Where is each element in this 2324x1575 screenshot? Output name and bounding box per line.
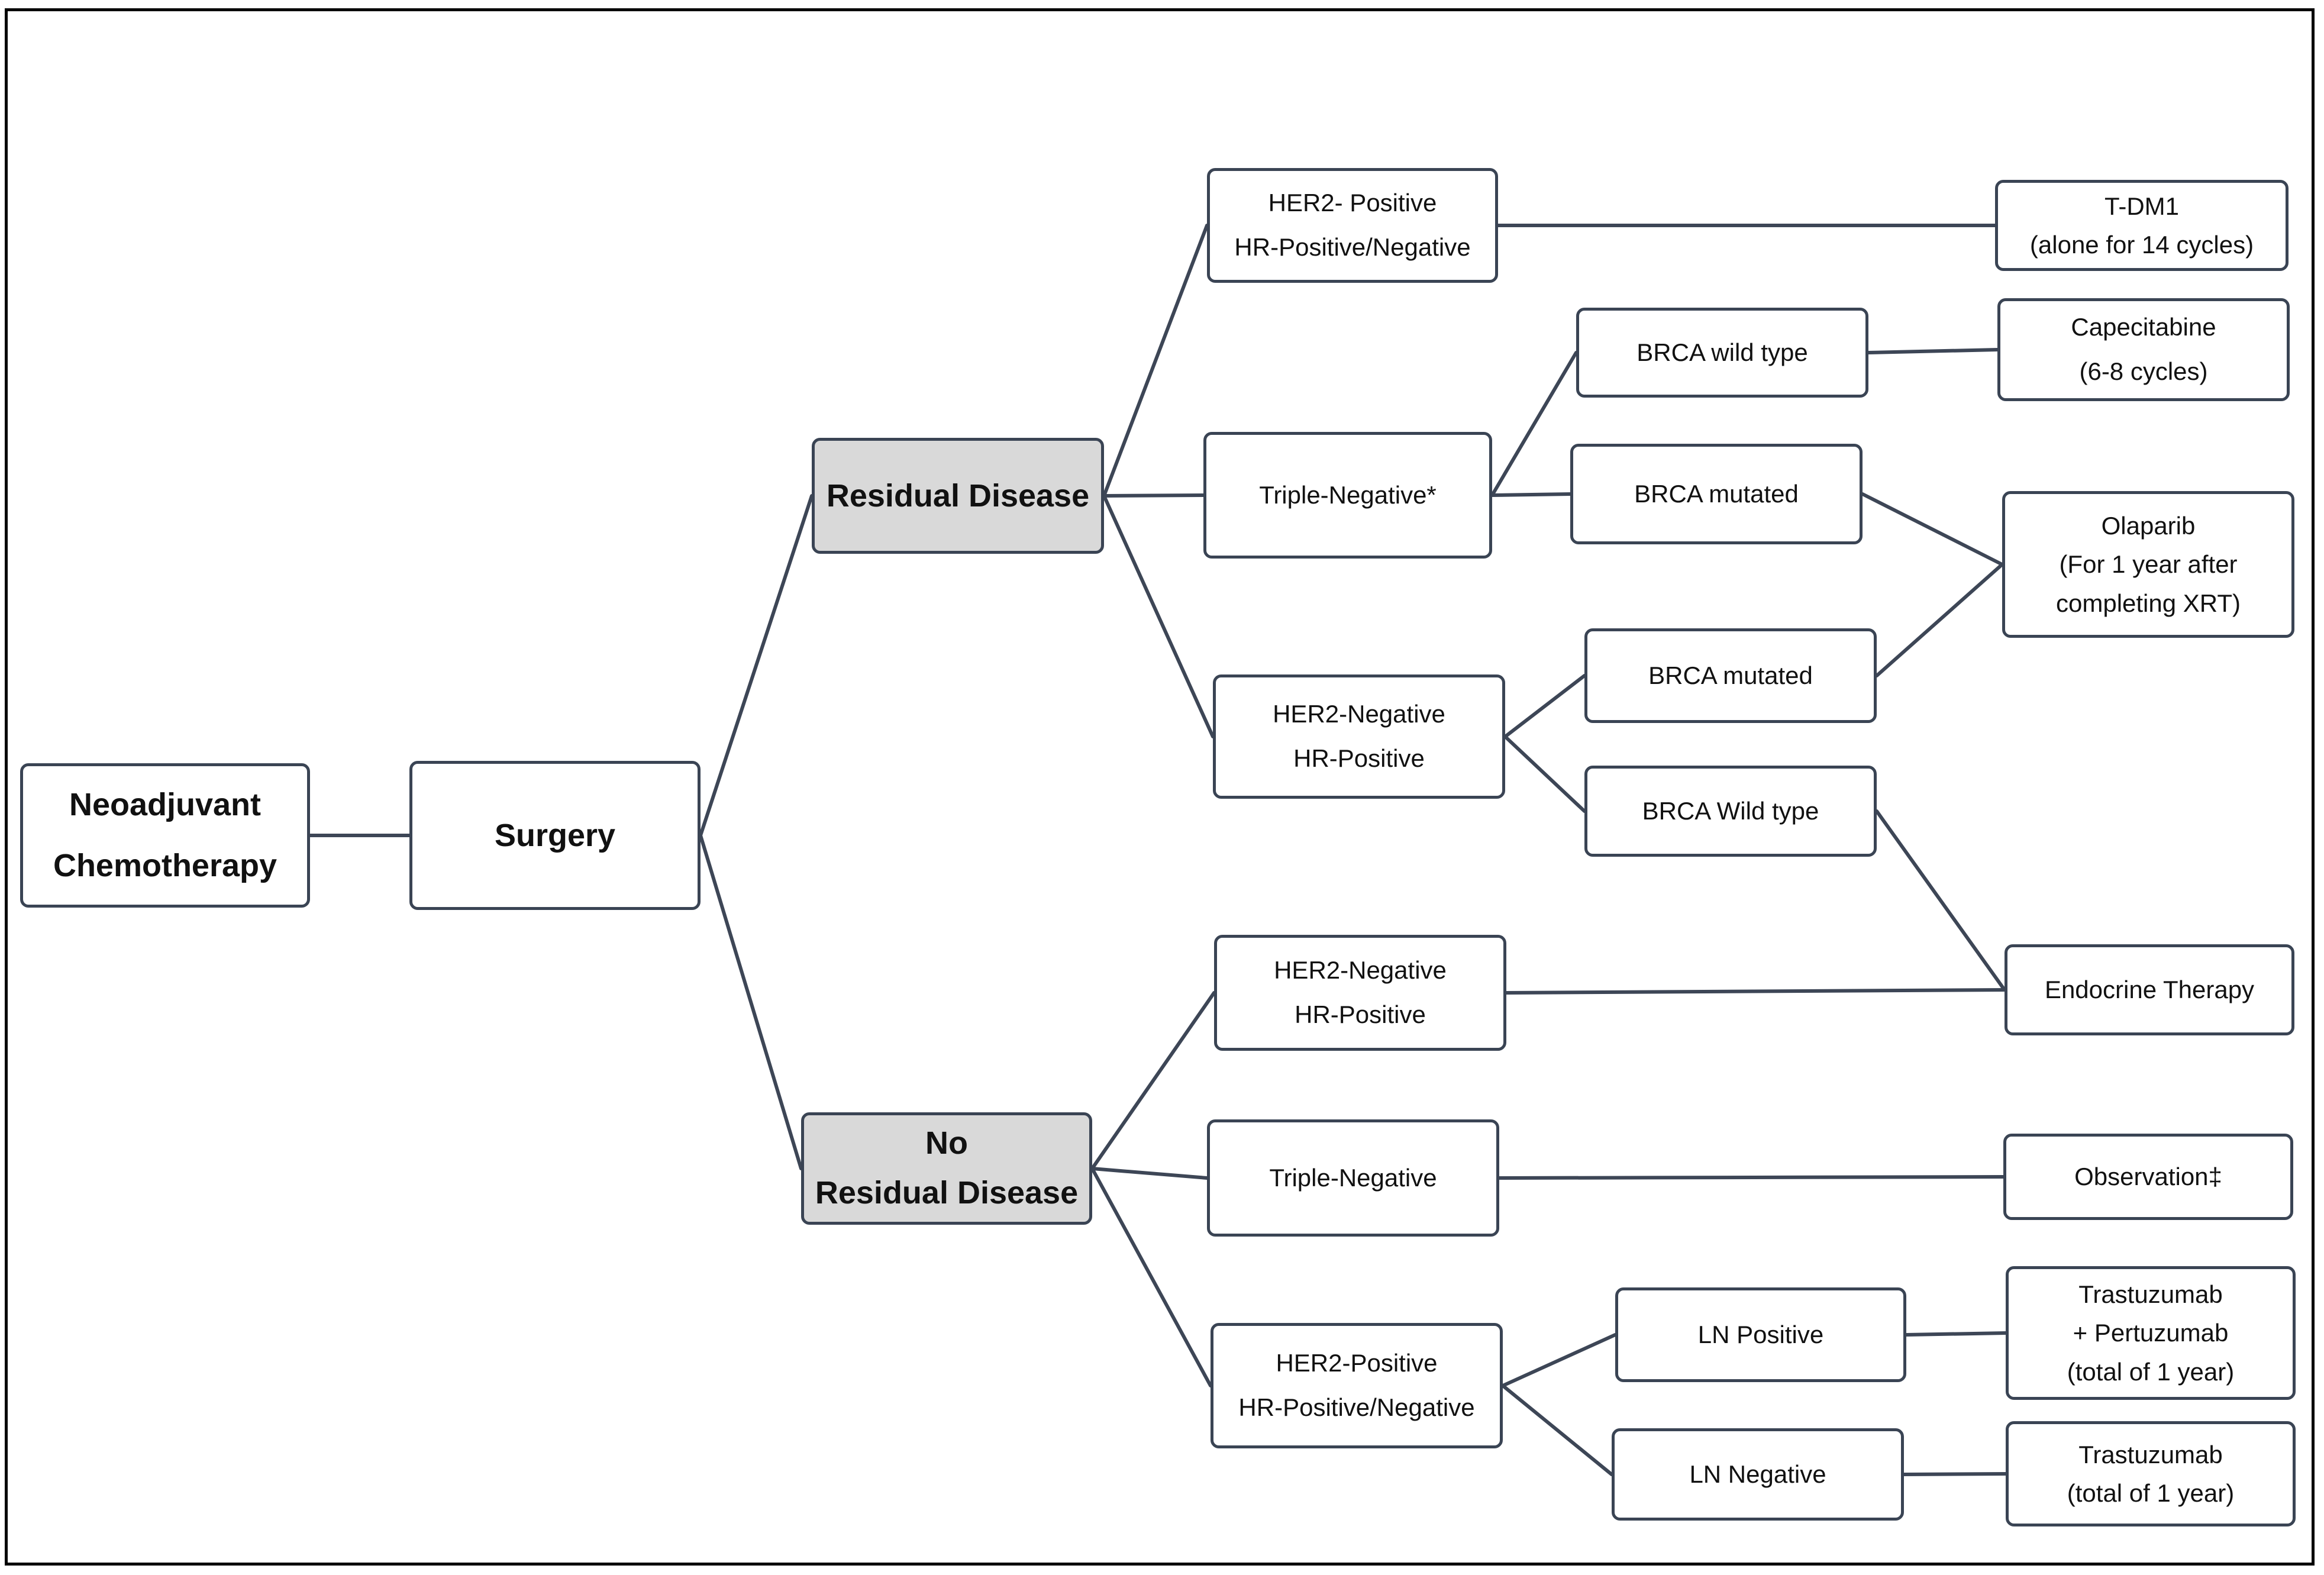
node-label-line: (total of 1 year)	[2067, 1479, 2235, 1507]
edge-tn-brca-mut-to-olaparib	[1861, 492, 2004, 566]
node-label-line: (alone for 14 cycles)	[2029, 231, 2254, 259]
node-hr-brca-wt: BRCA Wild type	[1584, 766, 1877, 857]
node-olaparib: Olaparib (For 1 year after completing XRT)	[2002, 491, 2294, 638]
node-tn-brca-mut: BRCA mutated	[1570, 444, 1863, 544]
edge-no-residual-to-nrd-her2pos	[1090, 1167, 1212, 1387]
node-label-line: HER2-Positive	[1276, 1349, 1438, 1377]
edge-rd-tn-to-tn-brca-wt	[1490, 351, 1578, 497]
edge-residual-to-rd-her2pos	[1102, 224, 1209, 498]
node-label-line: Olaparib	[2101, 512, 2196, 540]
node-label-line: HR-Positive/Negative	[1238, 1393, 1475, 1421]
node-label-line: Trastuzumab	[2078, 1440, 2223, 1469]
node-label-line: HER2-Negative	[1273, 700, 1445, 728]
node-label-line: Triple-Negative	[1269, 1163, 1437, 1192]
edge-nrd-tn-to-observation	[1497, 1175, 2005, 1180]
node-label-line: LN Negative	[1689, 1460, 1826, 1488]
node-rd-tn: Triple-Negative*	[1203, 432, 1492, 559]
node-label-line: HER2- Positive	[1268, 189, 1437, 217]
node-trastu: Trastuzumab (total of 1 year)	[2006, 1421, 2296, 1526]
edge-nrd-her2neg-to-endocrine	[1505, 988, 2006, 995]
node-label-line: Residual Disease	[826, 477, 1090, 514]
node-endocrine: Endocrine Therapy	[2005, 944, 2294, 1035]
node-hr-brca-mut: BRCA mutated	[1584, 628, 1877, 723]
node-surgery: Surgery	[409, 761, 701, 910]
edge-nrd-her2pos-to-ln-pos	[1501, 1333, 1617, 1387]
node-label-line: Capecitabine	[2071, 313, 2216, 341]
node-label-line: HR-Positive	[1293, 744, 1425, 772]
node-label-line: T-DM1	[2104, 192, 2179, 220]
node-label-line: BRCA mutated	[1648, 661, 1813, 689]
node-label-line: Chemotherapy	[53, 848, 277, 883]
node-label-line: Endocrine Therapy	[2044, 975, 2255, 1003]
edge-no-residual-to-nrd-tn	[1090, 1167, 1209, 1180]
node-label-line: (For 1 year after	[2059, 550, 2238, 579]
node-label-line: No	[925, 1125, 968, 1161]
node-trastu-pertu: Trastuzumab + Pertuzumab (total of 1 year)	[2006, 1266, 2296, 1400]
edge-surgery-to-residual	[699, 494, 814, 837]
edge-rd-her2neg-to-hr-brca-wt	[1503, 735, 1586, 813]
node-label-line: + Pertuzumab	[2073, 1319, 2229, 1347]
edge-surgery-to-no-residual	[699, 834, 803, 1170]
node-tn-brca-wt: BRCA wild type	[1576, 308, 1868, 398]
edge-rd-tn-to-tn-brca-mut	[1490, 492, 1572, 497]
node-label-line: Trastuzumab	[2078, 1280, 2223, 1309]
edge-hr-brca-mut-to-olaparib	[1875, 563, 2004, 677]
edge-residual-to-rd-tn	[1102, 493, 1205, 498]
node-label-line: BRCA mutated	[1634, 479, 1799, 508]
node-label-line: BRCA wild type	[1637, 338, 1808, 366]
edge-hr-brca-wt-to-endocrine	[1875, 809, 2006, 992]
node-label-line: Observation‡	[2074, 1162, 2222, 1190]
node-label-line: HER2-Negative	[1274, 956, 1447, 985]
node-nrd-tn: Triple-Negative	[1207, 1119, 1499, 1237]
node-label-line: BRCA Wild type	[1642, 796, 1819, 825]
edge-nrd-her2pos-to-ln-neg	[1501, 1384, 1613, 1476]
node-label-line: (6-8 cycles)	[2079, 357, 2208, 385]
node-tdm1: T-DM1 (alone for 14 cycles)	[1995, 180, 2289, 271]
node-residual: Residual Disease	[812, 438, 1104, 554]
node-label-line: completing XRT)	[2055, 589, 2241, 617]
edge-residual-to-rd-her2neg	[1102, 494, 1215, 738]
node-label-line: HR-Positive/Negative	[1234, 233, 1471, 261]
node-ln-neg: LN Negative	[1612, 1428, 1904, 1521]
edge-no-residual-to-nrd-her2neg	[1090, 991, 1216, 1170]
node-label-line: HR-Positive	[1295, 1000, 1426, 1028]
node-ln-pos: LN Positive	[1615, 1287, 1906, 1382]
node-label-line: Surgery	[494, 817, 616, 853]
node-label-line: (total of 1 year)	[2067, 1357, 2235, 1386]
node-capecitabine: Capecitabine (6-8 cycles)	[1997, 298, 2290, 401]
diagram-border	[5, 8, 2315, 1566]
node-label-line: Residual Disease	[815, 1175, 1079, 1211]
edge-tn-brca-wt-to-capecitabine	[1867, 348, 1999, 354]
node-label-line: Triple-Negative*	[1259, 480, 1437, 509]
node-label-line: Neoadjuvant	[69, 787, 262, 823]
edge-rd-her2neg-to-hr-brca-mut	[1503, 674, 1586, 738]
node-observation: Observation‡	[2003, 1134, 2293, 1220]
node-label-line: LN Positive	[1697, 1320, 1824, 1348]
edge-ln-pos-to-trastu-pertu	[1905, 1331, 2007, 1337]
